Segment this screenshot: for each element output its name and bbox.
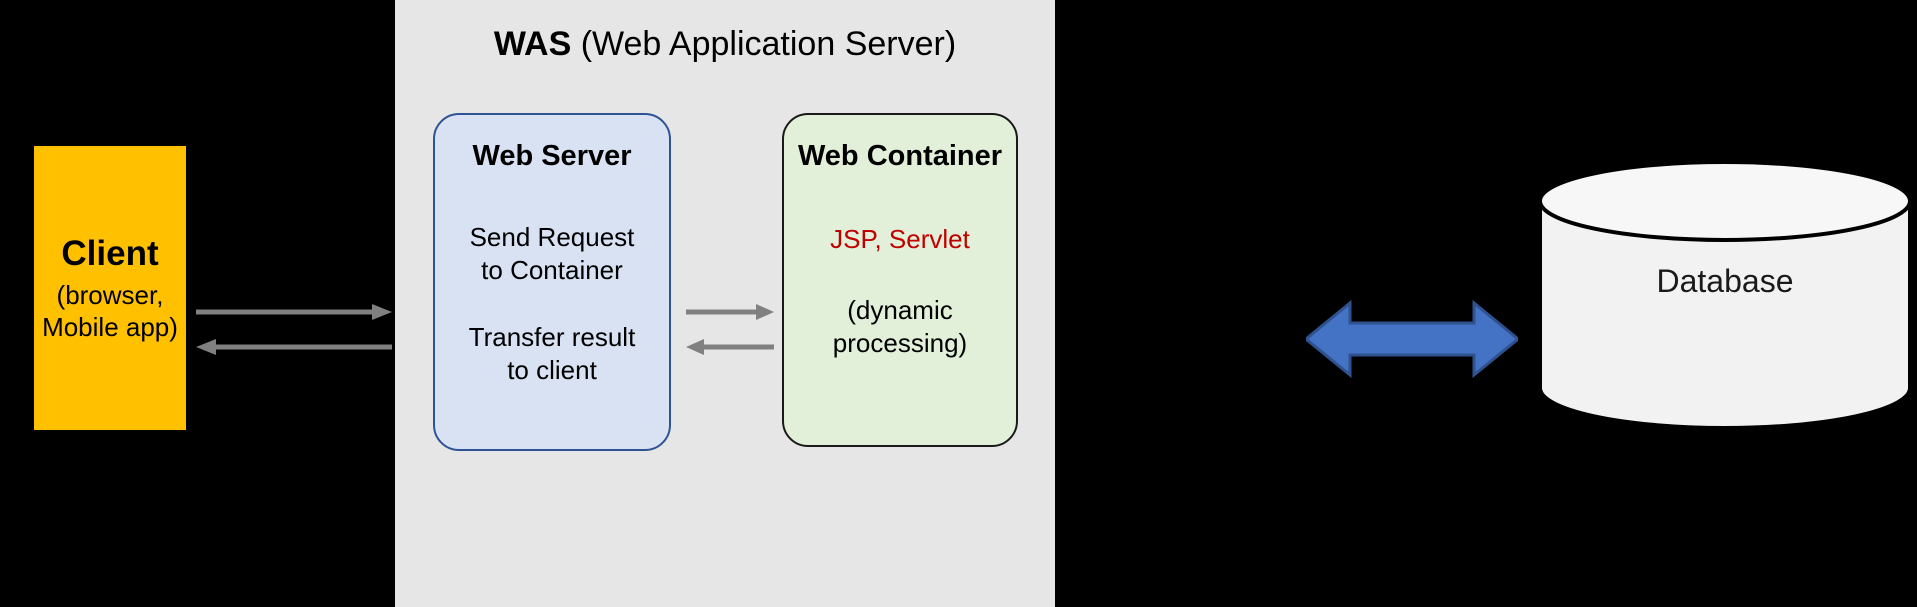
web-server-box[interactable]: Web Server Send Request to Container Tra… [433,113,671,451]
forward-arrow [686,303,774,321]
web-container-technologies: JSP, Servlet [830,224,970,254]
database-label: Database [1656,263,1794,299]
client-box[interactable]: Client (browser, Mobile app) [34,146,186,430]
web-server-paragraph-2: Transfer result to client [468,322,636,385]
request-arrow [196,303,392,321]
was-expansion: (Web Application Server) [571,25,957,63]
database-cylinder[interactable] [1538,160,1912,430]
return-arrow [686,338,774,356]
db-bidirectional-arrow [1306,295,1518,383]
client-subtitle: (browser, Mobile app) [42,280,178,342]
was-panel-title: WAS (Web Application Server) [395,23,1055,65]
response-arrow [196,338,392,356]
web-container-box[interactable]: Web Container JSP, Servlet (dynamic proc… [782,113,1018,447]
web-container-paragraph-2: (dynamic processing) [832,295,968,358]
web-server-paragraph-1: Send Request to Container [469,222,635,285]
client-title: Client [61,234,159,273]
web-server-title: Web Server [472,140,632,172]
was-abbreviation: WAS [493,25,572,63]
web-container-title: Web Container [797,140,1003,172]
